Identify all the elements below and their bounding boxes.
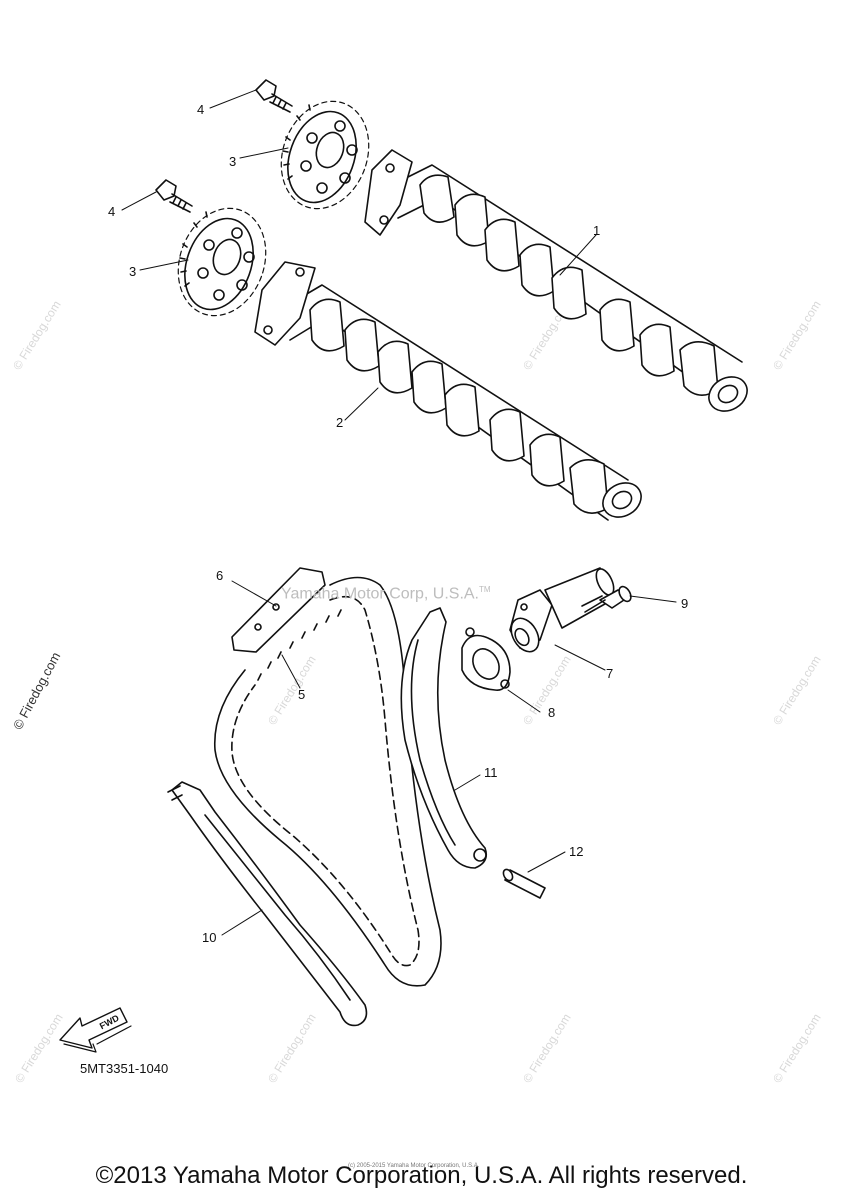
guide-pin [502, 868, 546, 899]
callout-11: 11 [484, 765, 498, 780]
callout-4-lower: 4 [108, 204, 116, 219]
callout-4-upper: 4 [197, 102, 205, 117]
cam-sprocket-upper [280, 100, 370, 210]
callout-12: 12 [569, 844, 584, 859]
chain-tensioner [509, 567, 615, 653]
bolt-lower [155, 179, 193, 213]
leader-lines [121, 89, 677, 936]
tensioner-gasket [461, 627, 511, 691]
fwd-arrow-icon [59, 1007, 132, 1053]
tensioner-bolt [581, 585, 632, 613]
cam-chain [213, 576, 442, 987]
callout-1: 1 [593, 223, 601, 238]
callout-7: 7 [606, 666, 614, 681]
camshaft-2 [254, 261, 642, 521]
callout-10: 10 [202, 930, 217, 945]
callout-5: 5 [298, 687, 306, 702]
watermark-small-copyright: (c) 2005-2015 Yamaha Motor Corporation, … [348, 1163, 480, 1169]
camshaft-1 [364, 149, 755, 412]
chain-guide-tensioner-side [400, 607, 488, 869]
callout-2: 2 [336, 415, 344, 430]
callout-8: 8 [548, 705, 556, 720]
callout-3-lower: 3 [129, 264, 137, 279]
watermark-yamaha: Yamaha Motor Corp, U.S.A.TM [281, 585, 491, 603]
callout-3-upper: 3 [229, 154, 237, 169]
callout-9: 9 [681, 596, 689, 611]
cam-sprocket-lower [177, 207, 267, 317]
callout-6: 6 [216, 568, 224, 583]
bolt-upper [255, 79, 293, 113]
footer-copyright: ©2013 Yamaha Motor Corporation, U.S.A. A… [95, 1162, 748, 1189]
chain-guide-exhaust-side [167, 781, 368, 1027]
chain-guide-top [231, 567, 326, 653]
diagram-part-code: 5MT3351-1040 [80, 1061, 169, 1076]
